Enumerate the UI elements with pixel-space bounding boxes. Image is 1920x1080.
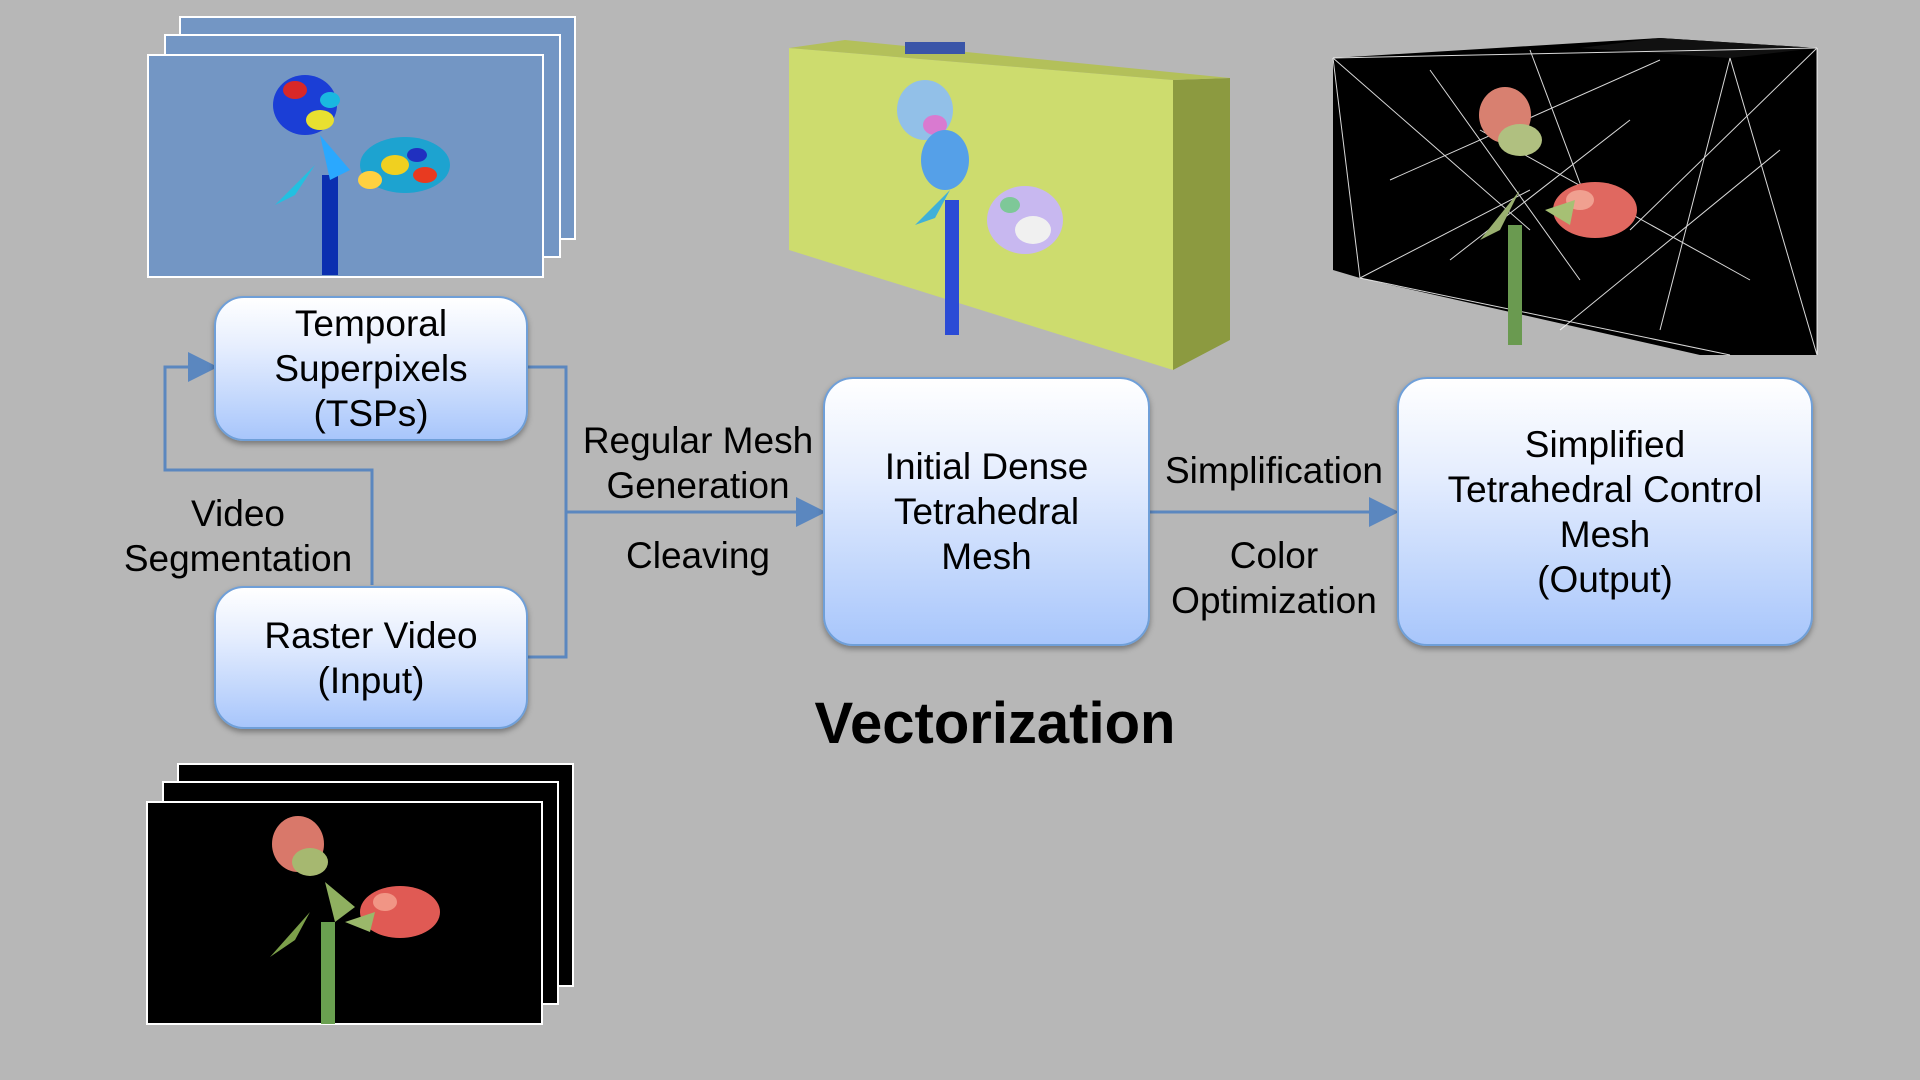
simplification-label: Simplification <box>1165 450 1383 491</box>
regular-mesh-generation-label: Regular Mesh Generation <box>582 420 814 506</box>
video-segmentation-label: Video Segmentation <box>123 493 353 579</box>
colored-mesh-block-icon <box>789 40 1230 370</box>
simplified-mesh-output-node: Simplified Tetrahedral Control Mesh (Out… <box>1397 377 1813 646</box>
flower-video-frames-icon <box>146 763 574 1025</box>
raster-video-node: Raster Video (Input) <box>214 586 528 729</box>
wireframe-mesh-block-icon <box>1332 38 1818 356</box>
video-segmentation-connector <box>163 352 374 585</box>
tsp-out-connector <box>528 365 568 659</box>
segmented-flower-frames-icon <box>147 16 576 278</box>
temporal-superpixels-node: Temporal Superpixels (TSPs) <box>214 296 528 441</box>
initial-dense-mesh-node: Initial Dense Tetrahedral Mesh <box>823 377 1150 646</box>
diagram-title: Vectorization <box>814 691 1176 756</box>
cleaving-label: Cleaving <box>626 535 770 576</box>
color-optimization-label: Color Optimization <box>1171 535 1377 621</box>
